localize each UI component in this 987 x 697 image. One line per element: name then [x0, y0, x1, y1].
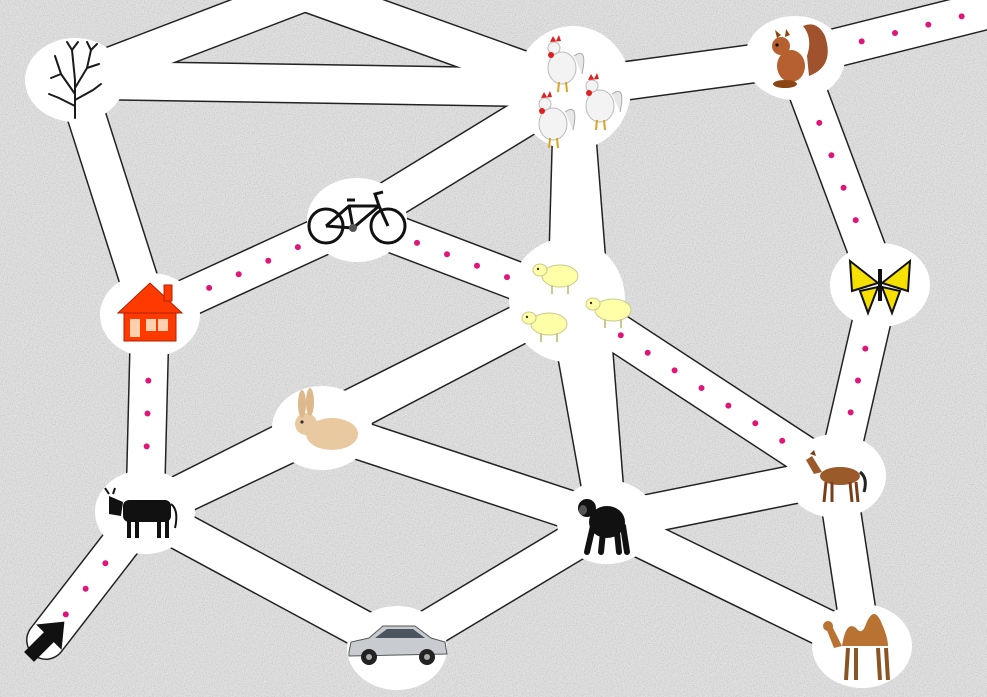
trail-dot: [862, 346, 868, 352]
trail-dot: [444, 251, 450, 257]
trail-dot: [848, 409, 854, 415]
trail-dot: [828, 152, 834, 158]
trail-dot: [295, 244, 301, 250]
trail-dot: [102, 560, 108, 566]
trail-dot: [144, 443, 150, 449]
node-halo: [307, 178, 407, 262]
trail-dot: [841, 185, 847, 191]
trail-dot: [265, 258, 271, 264]
trail-dot: [925, 22, 931, 28]
trail-dot: [725, 403, 731, 409]
trail-dot: [83, 586, 89, 592]
trail-dot: [63, 611, 69, 617]
trail-dot: [752, 420, 758, 426]
road-segment[interactable]: [75, 80, 573, 88]
trail-dot: [474, 263, 480, 269]
trail-dot: [859, 38, 865, 44]
trail-dot: [145, 378, 151, 384]
trail-dot: [206, 285, 212, 291]
node-halo: [515, 26, 631, 150]
trail-dot: [145, 411, 151, 417]
trail-dot: [236, 271, 242, 277]
trail-dot: [645, 350, 651, 356]
trail-dot: [779, 438, 785, 444]
trail-dot: [414, 240, 420, 246]
trail-dot: [959, 13, 965, 19]
trail-dot: [672, 367, 678, 373]
trail-dot: [892, 30, 898, 36]
trail-dot: [855, 378, 861, 384]
trail-dot: [618, 332, 624, 338]
trail-dot: [853, 217, 859, 223]
trail-dot: [699, 385, 705, 391]
trail-dot: [816, 120, 822, 126]
trail-dot: [504, 274, 510, 280]
